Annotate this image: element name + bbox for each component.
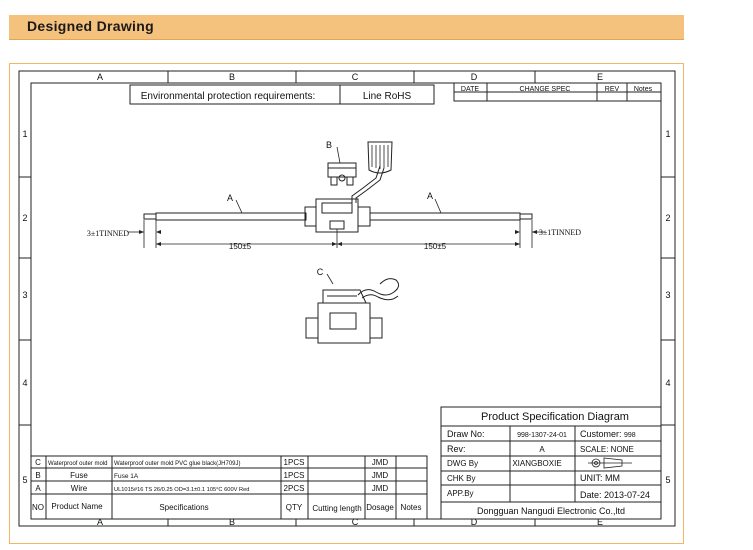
col-label-e: E [597,72,603,82]
bom-header-cut: Cutting length [312,504,361,513]
projection-symbol-icon [588,457,632,469]
tinned-left: 3±1TINNED [87,229,129,238]
rev-label: Rev: [447,444,466,454]
date-label: Date: 2013-07-24 [580,490,650,500]
bom-row-c-qty: 1PCS [284,458,305,467]
dim-left: 150±5 [229,242,252,251]
bom-row-b-no: B [35,471,40,480]
drawing-frame [9,63,684,544]
col-label-a: A [97,72,103,82]
app-label: APP.By [447,489,474,498]
col-label-c: C [352,72,359,82]
row-label-3-right: 3 [665,290,670,300]
bom-row-a-name: Wire [71,484,88,493]
bom-row-b-dosage: JMD [372,471,389,480]
col-label-c-bottom: C [352,517,359,527]
row-label-1: 1 [22,129,27,139]
bom-row-a-dosage: JMD [372,484,389,493]
unit-label: UNIT: MM [580,473,620,483]
customer-value: 998 [624,432,636,439]
bom-header-name: Product Name [51,502,103,511]
row-label-2: 2 [22,213,27,223]
bom-row-b-name: Fuse [70,471,88,480]
dwg-label: DWG By [447,459,478,468]
env-label: Environmental protection requirements: [141,91,316,102]
bom-header-qty: QTY [286,503,303,512]
bom-header-spec: Specifications [159,503,208,512]
row-label-3: 3 [22,290,27,300]
bom-header-notes: Notes [401,503,422,512]
row-label-5: 5 [22,475,27,485]
bom-row-a-spec: UL1015#16 TS 26/0.25 OD=3.1±0.1 105°C 60… [114,487,249,493]
rev-value: A [539,445,545,454]
col-label-e-bottom: E [597,517,603,527]
spec-title: Product Specification Diagram [481,411,629,423]
label-a-left: A [227,193,233,203]
company-name: Dongguan Nangudi Electronic Co.,ltd [477,506,625,516]
col-label-b-bottom: B [229,517,235,527]
rev-table-change: CHANGE SPEC [520,86,571,93]
draw-no-value: 998-1307-24-01 [517,432,567,439]
row-label-4: 4 [22,378,27,388]
col-label-d: D [471,72,478,82]
bom-row-c-no: C [35,458,41,467]
label-c: C [317,267,324,277]
wire-harness [143,141,533,233]
dim-right: 150±5 [424,242,447,251]
bom-row-c-spec: Waterproof outer mold PVC glue black(JH7… [114,461,241,467]
env-value: Line RoHS [363,91,412,102]
bom-row-b-spec: Fuse 1A [114,473,139,480]
rev-table-rev: REV [605,86,620,93]
bom-row-a-qty: 2PCS [284,484,305,493]
col-label-d-bottom: D [471,517,478,527]
row-label-2-right: 2 [665,213,670,223]
col-label-b: B [229,72,235,82]
bom-row-c-dosage: JMD [372,458,389,467]
row-label-5-right: 5 [665,475,670,485]
tinned-right: 3±1TINNED [539,228,581,237]
bom-header-dosage: Dosage [366,503,394,512]
outer-mold-detail [305,278,400,344]
page-header-bar: Designed Drawing [9,15,684,40]
rev-table-notes: Notes [634,86,653,93]
col-label-a-bottom: A [97,517,103,527]
bom-header-no: NO [32,503,44,512]
bom-row-c-name: Waterproof outer mold [48,461,107,467]
rev-table-date: DATE [461,86,479,93]
dwg-value: XIANGBOXIE [512,459,561,468]
label-a-right: A [427,191,433,201]
label-b: B [326,140,332,150]
row-label-1-right: 1 [665,129,670,139]
scale-label: SCALE: NONE [580,445,634,454]
row-label-4-right: 4 [665,378,670,388]
draw-no-label: Draw No: [447,429,485,439]
page-title: Designed Drawing [27,18,154,34]
customer-label: Customer: [580,429,622,439]
bom-row-a-no: A [35,484,41,493]
chk-label: CHK By [447,474,475,483]
bom-row-b-qty: 1PCS [284,471,305,480]
